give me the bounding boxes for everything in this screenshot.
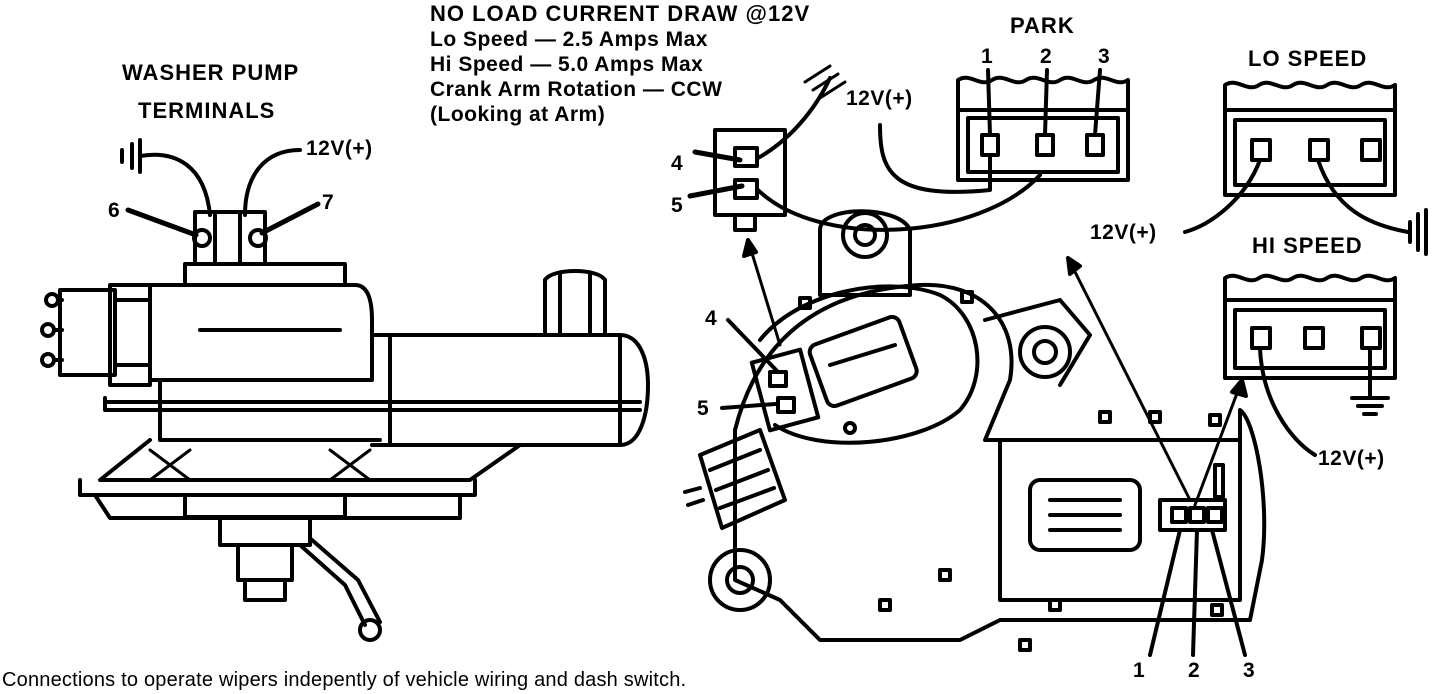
top-terminal-5-label: 5 [671,194,683,217]
spec-looking-at-arm: (Looking at Arm) [430,103,606,126]
park-jumper-wire [878,123,992,194]
lo-speed-title: LO SPEED [1248,46,1368,71]
washer-terminal-7-label: 7 [322,191,334,214]
side-connector-4-5 [749,347,821,433]
hi-speed-12v-label: 12V(+) [1318,447,1385,470]
side-terminal-4-label: 4 [705,307,717,330]
park-pin-1-label: 1 [981,45,993,68]
washer-ground-wire [138,152,212,217]
motor-end-cap [698,428,787,530]
terminal-7-leader [259,201,321,236]
washer-mount-plate [78,478,477,497]
park-pin-2-label: 2 [1040,45,1052,68]
washer-12v-wire [243,148,302,217]
top-terminal-4-label: 4 [671,152,683,175]
spec-lo-speed: Lo Speed — 2.5 Amps Max [430,28,708,51]
lo-speed-12v-label: 12V(+) [1090,221,1157,244]
terminal-6-connector [192,228,212,248]
park-title: PARK [1010,13,1075,38]
washer-12v-label: 12V(+) [306,137,373,160]
spec-block: NO LOAD CURRENT DRAW @12V Lo Speed — 2.5… [430,3,810,129]
bottom-terminal-1-label: 1 [1133,659,1145,682]
hi-speed-title: HI SPEED [1252,233,1363,258]
washer-terminal-block [193,210,267,266]
wiper-motor-armature [758,284,980,445]
bottom-connector-1-2-3 [1158,498,1227,532]
arrow-to-hi-speed [1193,378,1244,507]
park-pin-3-label: 3 [1098,45,1110,68]
lo-speed-12v-wire [1183,158,1262,234]
lo-speed-ground-symbol [1408,208,1428,256]
terminal-7-connector [248,228,268,248]
hi-speed-ground-symbol [1350,396,1390,416]
arrow-side-to-top-connector [746,238,782,347]
spec-hi-speed: Hi Speed — 5.0 Amps Max [430,53,704,76]
ground-symbol [120,138,142,174]
washer-terminal-6-label: 6 [108,199,120,222]
bottom-terminal-2-label: 2 [1188,659,1200,682]
spec-title: NO LOAD CURRENT DRAW @12V [430,1,811,26]
washer-motor-cylinder [370,333,650,447]
arrow-to-lo-speed [1066,256,1192,502]
lo-speed-connector [1183,80,1428,256]
park-12v-label: 12V(+) [846,87,913,110]
washer-pump-title-line1: WASHER PUMP [122,60,300,85]
park-connector [878,68,1130,194]
wiper-gear-housing [733,282,1267,642]
washer-crank-arm [298,543,367,627]
washer-pump-body [148,283,374,382]
spec-crank-rotation: Crank Arm Rotation — CCW [430,78,723,101]
bottom-terminal-3-label: 3 [1243,659,1255,682]
diagram-caption: Connections to operate wipers indepently… [2,669,687,691]
lo-speed-ground-wire [1316,158,1410,234]
side-terminal-5-label: 5 [697,397,709,420]
wire-terminal-5-to-park [756,173,1042,232]
washer-pump-assembly [40,138,650,642]
wiper-motor-assembly [683,64,1428,657]
terminal-6-leader [125,207,199,238]
wire-terminal-4 [756,76,832,160]
hi-speed-12v-wire [1258,346,1317,457]
washer-pump-title-line2: TERMINALS [138,98,276,123]
hi-speed-connector [1223,273,1397,457]
